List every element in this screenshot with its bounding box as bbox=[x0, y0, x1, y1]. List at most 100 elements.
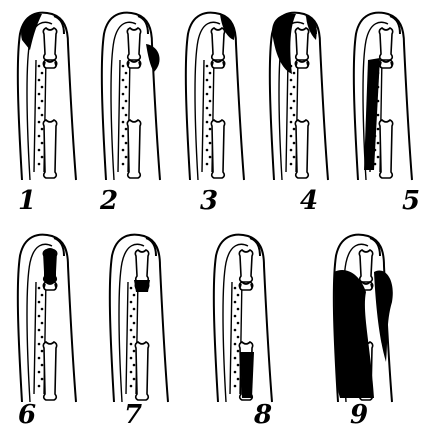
finger-panel-7 bbox=[110, 235, 168, 402]
lesion-region bbox=[21, 14, 42, 50]
sheath-dot bbox=[237, 308, 240, 311]
phalanx-bone bbox=[135, 250, 148, 282]
finger-panel-6 bbox=[18, 235, 76, 402]
sheath-dot bbox=[209, 72, 212, 75]
sheath-dot bbox=[38, 93, 41, 96]
sheath-dot bbox=[206, 121, 209, 124]
sheath-dot bbox=[130, 301, 133, 304]
sheath-dot bbox=[290, 163, 293, 166]
sheath-dot bbox=[38, 65, 41, 68]
sheath-dot bbox=[290, 107, 293, 110]
phalanx-bone bbox=[43, 28, 56, 60]
phalanx-bone bbox=[379, 120, 392, 178]
sheath-dot bbox=[133, 322, 136, 325]
sheath-dot bbox=[234, 287, 237, 290]
sheath-dot bbox=[377, 114, 380, 117]
panel-label-8: 8 bbox=[254, 402, 272, 428]
sheath-dot bbox=[290, 121, 293, 124]
panel-label-9: 9 bbox=[350, 402, 368, 428]
sheath-dot bbox=[209, 114, 212, 117]
sheath-dot bbox=[38, 315, 41, 318]
phalanx-bone bbox=[43, 60, 56, 68]
sheath-dot bbox=[41, 86, 44, 89]
phalanx-bone bbox=[295, 60, 308, 68]
sheath-dot bbox=[293, 86, 296, 89]
sheath-dot bbox=[130, 371, 133, 374]
sheath-dot bbox=[41, 142, 44, 145]
sheath-dot bbox=[209, 142, 212, 145]
phalanx-bone bbox=[295, 28, 308, 60]
sheath-dot bbox=[122, 121, 125, 124]
finger-panel-4 bbox=[270, 13, 328, 180]
sheath-dot bbox=[293, 156, 296, 159]
sheath-dot bbox=[133, 308, 136, 311]
sheath-dot bbox=[38, 371, 41, 374]
sheath-dot bbox=[41, 308, 44, 311]
sheath-dot bbox=[38, 329, 41, 332]
phalanx-bone bbox=[379, 28, 392, 60]
sheath-dot bbox=[133, 378, 136, 381]
sheath-dot bbox=[38, 385, 41, 388]
sheath-dot bbox=[38, 287, 41, 290]
sheath-dot bbox=[290, 149, 293, 152]
sheath-dot bbox=[209, 100, 212, 103]
sheath-dot bbox=[38, 149, 41, 152]
sheath-dot bbox=[209, 156, 212, 159]
phalanx-bone bbox=[295, 120, 308, 178]
sheath-dot bbox=[125, 72, 128, 75]
sheath-dot bbox=[234, 357, 237, 360]
sheath-dot bbox=[206, 149, 209, 152]
panel-label-4: 4 bbox=[300, 188, 318, 214]
phalanx-bone bbox=[239, 282, 252, 290]
sheath-dot bbox=[122, 149, 125, 152]
sheath-dot bbox=[133, 364, 136, 367]
phalanx-bone bbox=[127, 60, 140, 68]
phalanx-bone bbox=[127, 120, 140, 178]
sheath-dot bbox=[237, 350, 240, 353]
sheath-dot bbox=[41, 72, 44, 75]
phalanx-bone bbox=[211, 28, 224, 60]
sheath-dot bbox=[237, 322, 240, 325]
panel-label-6: 6 bbox=[18, 402, 36, 428]
sheath-dot bbox=[38, 163, 41, 166]
sheath-dot bbox=[234, 371, 237, 374]
sheath-dot bbox=[206, 163, 209, 166]
phalanx-bone bbox=[43, 342, 56, 400]
sheath-dot bbox=[290, 93, 293, 96]
sheath-dot bbox=[122, 163, 125, 166]
sheath-dot bbox=[133, 350, 136, 353]
sheath-dot bbox=[125, 86, 128, 89]
sheath-dot bbox=[41, 156, 44, 159]
sheath-dot bbox=[234, 343, 237, 346]
sheath-dot bbox=[237, 378, 240, 381]
sheath-dot bbox=[130, 287, 133, 290]
lesion-region bbox=[146, 44, 160, 72]
sheath-dot bbox=[133, 336, 136, 339]
sheath-dot bbox=[125, 114, 128, 117]
sheath-dot bbox=[234, 315, 237, 318]
panel-label-5: 5 bbox=[402, 188, 420, 214]
phalanx-bone bbox=[127, 28, 140, 60]
sheath-dot bbox=[293, 128, 296, 131]
sheath-dot bbox=[122, 65, 125, 68]
phalanx-bone bbox=[211, 60, 224, 68]
sheath-dot bbox=[125, 142, 128, 145]
sheath-dot bbox=[234, 301, 237, 304]
sheath-dot bbox=[293, 142, 296, 145]
sheath-dot bbox=[41, 294, 44, 297]
sheath-dot bbox=[130, 343, 133, 346]
sheath-dot bbox=[41, 322, 44, 325]
sheath-dot bbox=[133, 294, 136, 297]
finger-panel-2 bbox=[102, 13, 160, 180]
sheath-dot bbox=[237, 364, 240, 367]
finger-panel-5 bbox=[354, 13, 412, 180]
sheath-dot bbox=[130, 315, 133, 318]
phalanx-bone bbox=[359, 250, 372, 282]
sheath-dot bbox=[290, 79, 293, 82]
panel-label-2: 2 bbox=[100, 188, 118, 214]
sheath-dot bbox=[377, 142, 380, 145]
panel-label-1: 1 bbox=[18, 188, 36, 214]
phalanx-bone bbox=[211, 120, 224, 178]
sheath-dot bbox=[206, 79, 209, 82]
sheath-dot bbox=[377, 128, 380, 131]
